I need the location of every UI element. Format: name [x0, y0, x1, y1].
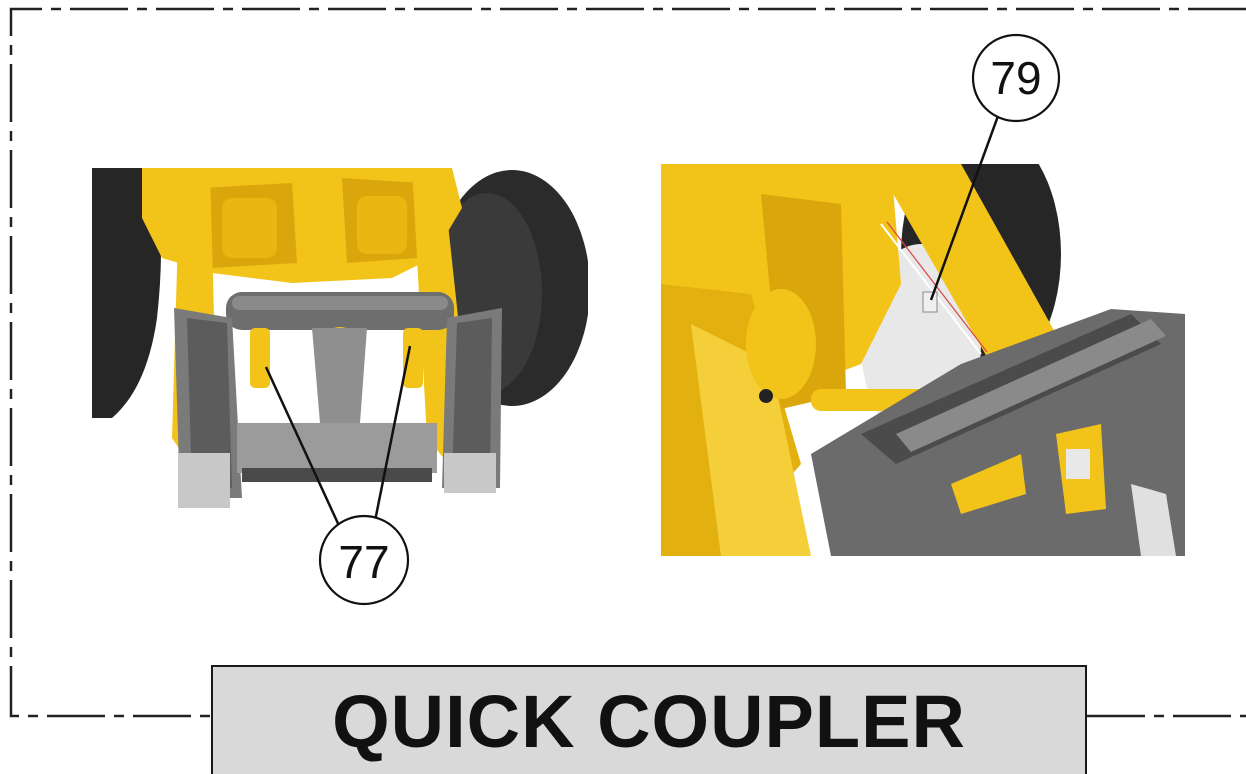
leader-line [372, 345, 412, 527]
leader-line [264, 366, 343, 531]
coupler-side-view-image [661, 164, 1185, 556]
callout-circle [318, 514, 410, 606]
callout-79: 79 [929, 33, 1061, 301]
title-box: QUICK COUPLER [211, 665, 1087, 774]
leader-line [929, 115, 1000, 301]
callout-label: 77 [338, 536, 389, 588]
callout-label: 79 [990, 52, 1041, 104]
callout-circle [971, 33, 1061, 123]
coupler-front-view-image [92, 168, 588, 558]
callout-77: 77 [264, 345, 412, 606]
page-title: QUICK COUPLER [332, 680, 966, 763]
